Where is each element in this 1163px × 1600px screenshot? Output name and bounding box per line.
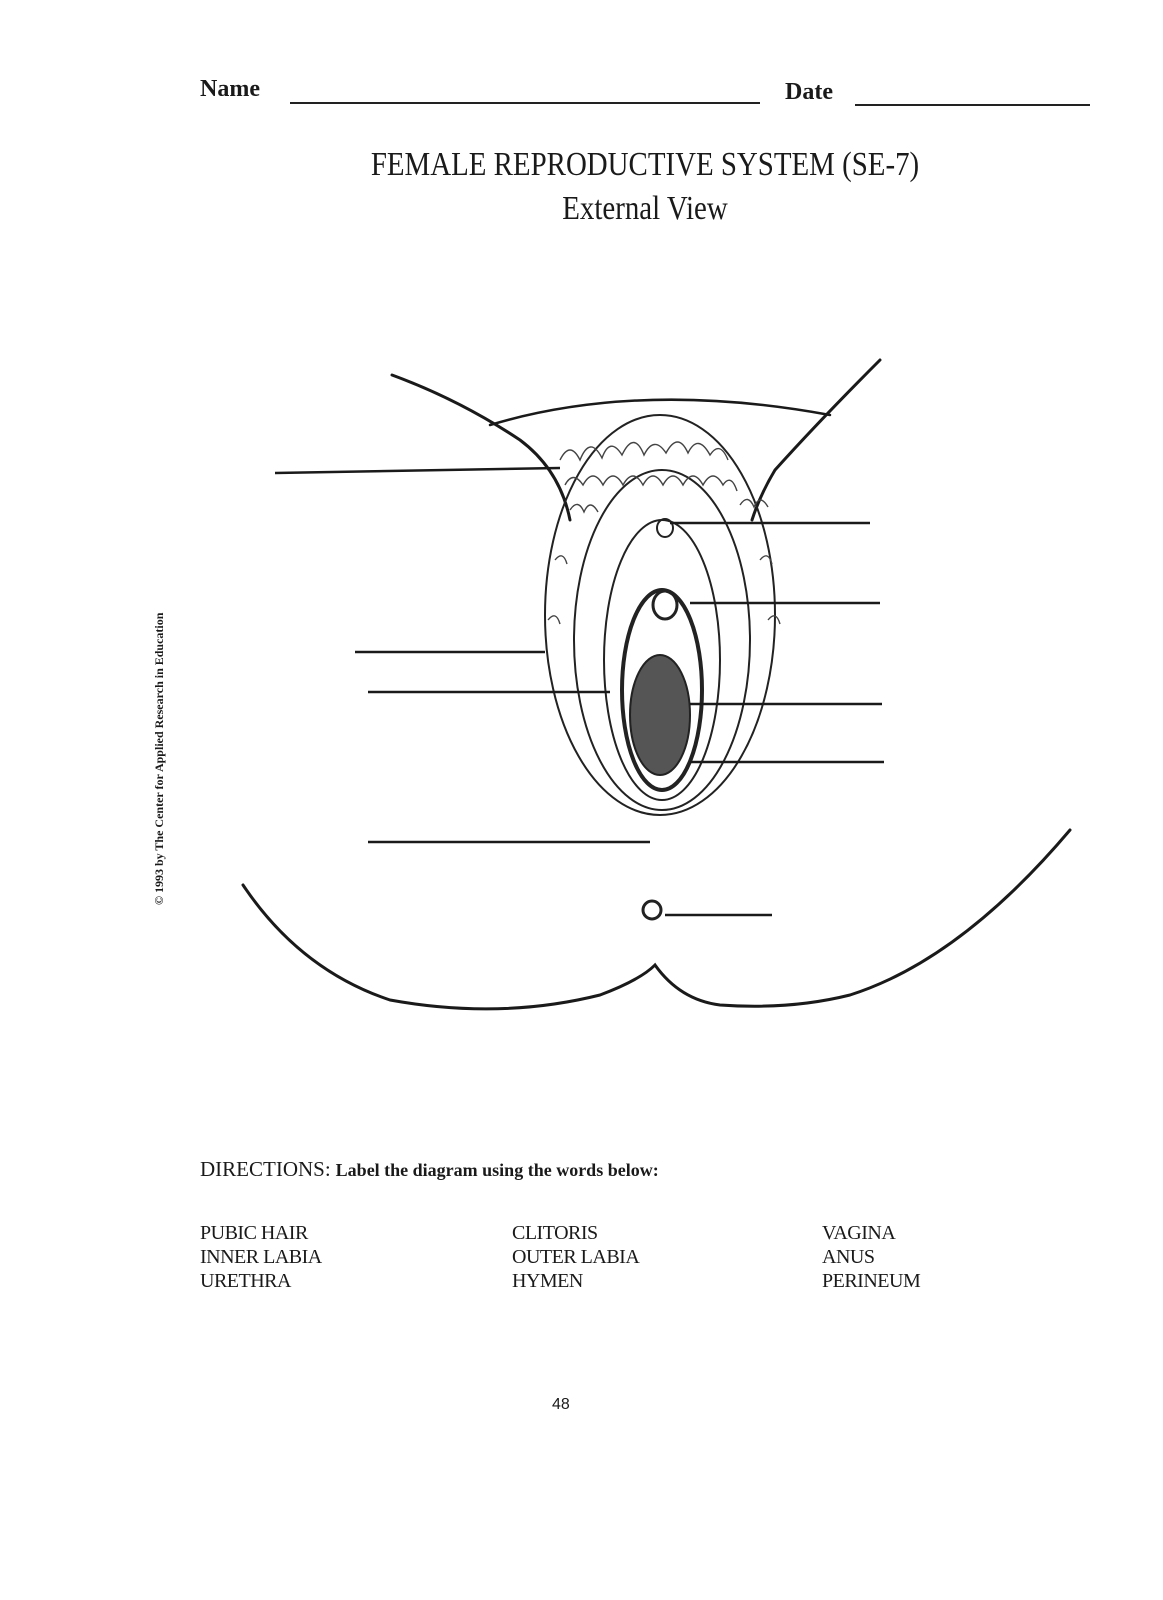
word-outer-labia: OUTER LABIA — [512, 1246, 640, 1268]
vaginal-opening-shape — [629, 654, 691, 776]
worksheet-subtitle: External View — [562, 190, 728, 227]
word-inner-labia: INNER LABIA — [200, 1246, 322, 1268]
urethra-shape — [651, 589, 679, 621]
word-bank-column-3: VAGINA ANUS PERINEUM — [822, 1221, 921, 1293]
word-anus: ANUS — [822, 1246, 875, 1268]
word-clitoris: CLITORIS — [512, 1222, 598, 1244]
name-blank-line[interactable] — [290, 102, 760, 104]
clitoris-shape — [656, 518, 674, 538]
word-bank-column-1: PUBIC HAIR INNER LABIA URETHRA — [200, 1221, 322, 1293]
date-label: Date — [785, 79, 833, 105]
word-hymen: HYMEN — [512, 1270, 583, 1292]
left-thigh-outline — [390, 373, 572, 522]
abdomen-curve — [488, 398, 832, 427]
directions: DIRECTIONS: Label the diagram using the … — [200, 1157, 659, 1182]
buttocks-outline — [241, 828, 1072, 1011]
anus-shape — [641, 899, 663, 921]
name-label: Name — [200, 76, 260, 102]
word-perineum: PERINEUM — [822, 1270, 921, 1292]
word-bank-column-2: CLITORIS OUTER LABIA HYMEN — [512, 1221, 640, 1293]
directions-label: DIRECTIONS: — [200, 1157, 331, 1181]
word-vagina: VAGINA — [822, 1222, 896, 1244]
anatomy-diagram — [241, 358, 1072, 1011]
pubic-hair-texture — [547, 441, 781, 625]
outer-labia-shape — [573, 469, 751, 811]
leader-line-1 — [274, 466, 561, 475]
directions-text: Label the diagram using the words below: — [335, 1160, 659, 1180]
right-thigh-outline — [750, 358, 882, 522]
date-blank-line[interactable] — [855, 104, 1090, 106]
outer-outline — [544, 414, 776, 816]
page-number: 48 — [552, 1396, 570, 1413]
word-pubic-hair: PUBIC HAIR — [200, 1222, 308, 1244]
word-urethra: URETHRA — [200, 1270, 291, 1292]
label-leader-lines — [274, 466, 884, 917]
worksheet-title: FEMALE REPRODUCTIVE SYSTEM (SE-7) — [370, 146, 920, 183]
